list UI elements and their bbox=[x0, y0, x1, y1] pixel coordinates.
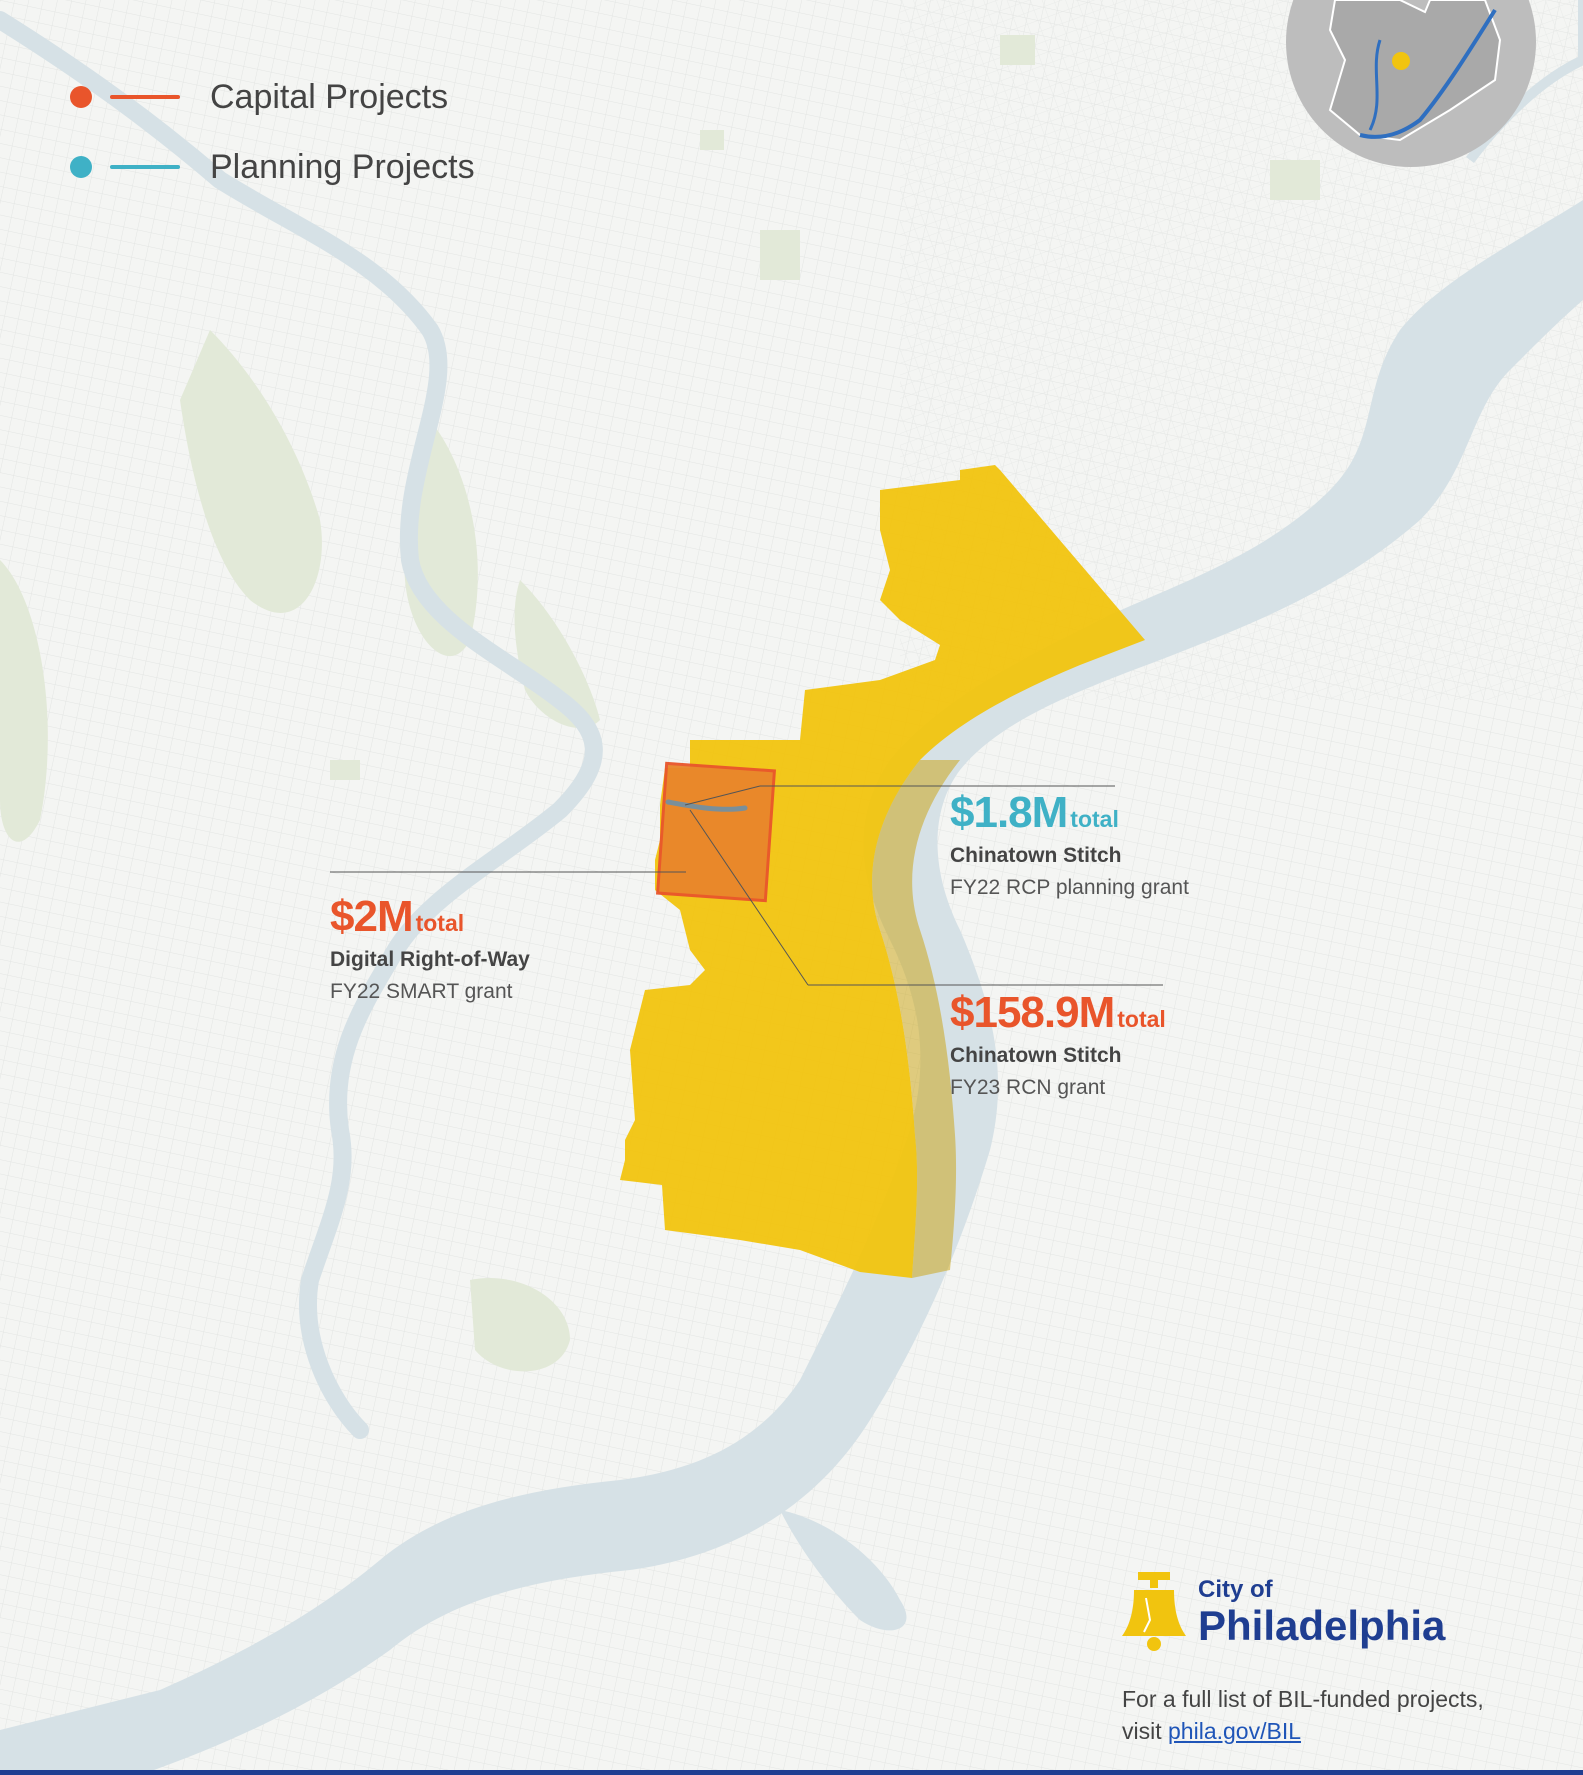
legend-label: Capital Projects bbox=[210, 77, 449, 116]
footer-visit-row: visit phila.gov/BIL bbox=[1122, 1715, 1484, 1747]
bil-link[interactable]: phila.gov/BIL bbox=[1168, 1718, 1301, 1744]
annotation-grant: FY22 SMART grant bbox=[330, 980, 513, 1003]
logo-line1: City of bbox=[1198, 1576, 1273, 1603]
footer-text: For a full list of BIL-funded projects, bbox=[1122, 1686, 1484, 1712]
leader-lines bbox=[330, 785, 1163, 986]
logo-text: City of Philadelphia bbox=[1198, 1576, 1445, 1648]
capital-line-icon bbox=[110, 95, 180, 99]
annotation-amount-suffix: total bbox=[1070, 806, 1119, 832]
schuylkill-river bbox=[0, 11, 603, 1439]
annotation-project: Chinatown Stitch bbox=[950, 1044, 1122, 1067]
project-area-rcn bbox=[620, 465, 1145, 1278]
bottom-bar bbox=[0, 1770, 1583, 1775]
capital-dot-icon bbox=[70, 86, 92, 108]
capital-area-smart bbox=[655, 761, 777, 903]
planning-dot-icon bbox=[70, 156, 92, 178]
delaware-river bbox=[0, 200, 1583, 1775]
annotation-amount-suffix: total bbox=[415, 910, 465, 936]
city-logo: City of Philadelphia bbox=[1116, 1570, 1445, 1654]
chinatown-stitch-line bbox=[665, 799, 748, 812]
project-area-shading bbox=[872, 760, 960, 1278]
planning-line-icon bbox=[110, 165, 180, 169]
annotation-amount-suffix: total bbox=[1117, 1006, 1166, 1032]
annotation-project: Digital Right-of-Way bbox=[330, 948, 530, 971]
footer-note: For a full list of BIL-funded projects, … bbox=[1122, 1683, 1484, 1747]
annotation-amount: $2M bbox=[330, 892, 414, 941]
annotation-project: Chinatown Stitch bbox=[950, 844, 1122, 867]
liberty-bell-icon bbox=[1122, 1572, 1186, 1651]
footer-visit: visit bbox=[1122, 1718, 1162, 1744]
inset-locator-map bbox=[1286, 0, 1536, 167]
annotation-amount: $158.9M bbox=[950, 988, 1115, 1037]
legend-item-planning: Planning Projects bbox=[70, 132, 475, 202]
annotation-amount: $1.8M bbox=[950, 788, 1068, 837]
legend-item-capital: Capital Projects bbox=[70, 62, 475, 132]
annotation-grant: FY22 RCP planning grant bbox=[950, 876, 1189, 899]
annotation-grant: FY23 RCN grant bbox=[950, 1076, 1106, 1099]
legend: Capital Projects Planning Projects bbox=[70, 62, 475, 202]
logo-line2: Philadelphia bbox=[1198, 1602, 1446, 1649]
legend-label: Planning Projects bbox=[210, 147, 475, 186]
